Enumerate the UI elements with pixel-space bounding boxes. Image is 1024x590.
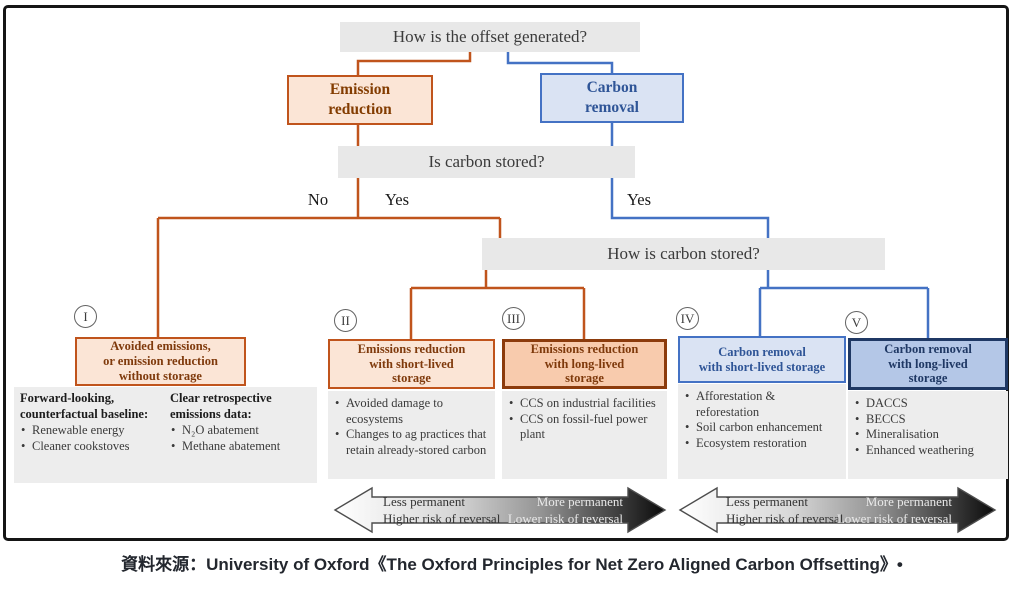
list-item: BECCS — [854, 412, 1003, 428]
category-1-detail-panel: Forward-looking, counterfactual baseline… — [14, 387, 317, 483]
bullet-list: Avoided damage to ecosystemsChanges to a… — [334, 396, 490, 458]
list-item: CCS on industrial facilities — [508, 396, 662, 412]
list-item: Soil carbon enhancement — [684, 420, 841, 436]
list-item: Ecosystem restoration — [684, 436, 841, 452]
numeral-badge-5: V — [845, 311, 868, 334]
arrow-text-line: Less permanent — [383, 494, 465, 509]
category-2-title-box: Emissions reduction with short-lived sto… — [328, 339, 495, 389]
connector-q1-to-carbon-removal — [506, 52, 614, 73]
list-item: CCS on fossil-fuel power plant — [508, 412, 662, 443]
list-item: Avoided damage to ecosystems — [334, 396, 490, 427]
connector-q2-no-yes-split — [156, 178, 502, 338]
numeral-badge-3: III — [502, 307, 525, 330]
category-4-detail-panel: Afforestation & reforestationSoil carbon… — [678, 384, 846, 479]
numeral-badge-4: IV — [676, 307, 699, 330]
connector-q3-to-cat2-cat3 — [409, 270, 586, 339]
category-3-detail-panel: CCS on industrial facilitiesCCS on fossi… — [502, 391, 667, 479]
node-carbon-removal: Carbon removal — [540, 73, 684, 123]
connector-q3-to-cat4-cat5 — [758, 270, 930, 338]
permanence-arrow-right — [678, 486, 997, 534]
permanence-arrow-left — [333, 486, 667, 534]
category-3-title-box: Emissions reduction with long-lived stor… — [502, 339, 667, 389]
bullet-list: DACCSBECCSMineralisationEnhanced weather… — [854, 396, 1003, 458]
question-how-carbon-stored: How is carbon stored? — [482, 238, 885, 270]
list-item: Cleaner cookstoves — [20, 439, 162, 455]
numeral-badge-2: II — [334, 309, 357, 332]
bullet-list: N₂O abatementMethane abatement — [170, 423, 312, 454]
category-2-detail-panel: Avoided damage to ecosystemsChanges to a… — [328, 391, 495, 479]
arrow-left-dark-label: Less permanent Higher risk of reversal — [383, 493, 553, 527]
list-item: Changes to ag practices that retain alre… — [334, 427, 490, 458]
arrow-text-line: Lower risk of reversal — [507, 511, 623, 527]
arrow-text-line: Higher risk of reversal — [726, 511, 844, 527]
list-item: Methane abatement — [170, 439, 312, 455]
bullet-list: CCS on industrial facilitiesCCS on fossi… — [508, 396, 662, 443]
category-1-title-box: Avoided emissions, or emission reduction… — [75, 337, 246, 386]
connector-carbon-removal-to-q3 — [610, 123, 770, 238]
connector-q1-to-emission-reduction — [356, 52, 472, 75]
numeral-badge-1: I — [74, 305, 97, 328]
branch-label-no: No — [307, 190, 329, 209]
list-item: N₂O abatement — [170, 423, 312, 439]
node-emission-reduction: Emission reduction — [287, 75, 433, 125]
list-item: DACCS — [854, 396, 1003, 412]
arrow-text-line: Less permanent — [726, 494, 808, 509]
list-item: Renewable energy — [20, 423, 162, 439]
category-1-column-left: Forward-looking, counterfactual baseline… — [20, 391, 162, 454]
list-item: Afforestation & reforestation — [684, 389, 841, 420]
list-item: Enhanced weathering — [854, 443, 1003, 459]
category-4-title-box: Carbon removal with short-lived storage — [678, 336, 846, 383]
category-1-column-right: Clear retrospective emissions data: N₂O … — [170, 391, 312, 454]
bullet-list: Afforestation & reforestationSoil carbon… — [684, 389, 841, 451]
category-5-title-box: Carbon removal with long-lived storage — [848, 338, 1008, 390]
diagram-frame — [3, 5, 1009, 541]
bullet-list: Renewable energyCleaner cookstoves — [20, 423, 162, 454]
arrow-right-dark-label: Less permanent Higher risk of reversal — [726, 493, 896, 527]
arrow-text-line: More permanent — [536, 494, 623, 509]
arrow-right-light-label: More permanent Lower risk of reversal — [796, 493, 952, 527]
branch-label-yes-right: Yes — [626, 190, 651, 209]
category-5-detail-panel: DACCSBECCSMineralisationEnhanced weather… — [848, 391, 1008, 479]
arrow-text-line: More permanent — [865, 494, 952, 509]
panel-heading: Clear retrospective emissions data: — [170, 391, 272, 421]
panel-heading: Forward-looking, counterfactual baseline… — [20, 391, 149, 421]
branch-label-yes-left: Yes — [384, 190, 409, 209]
arrow-text-line: Higher risk of reversal — [383, 511, 501, 527]
source-caption: 資料來源：University of Oxford《The Oxford Pri… — [121, 555, 903, 574]
arrow-left-light-label: More permanent Lower risk of reversal — [465, 493, 623, 527]
arrow-text-line: Lower risk of reversal — [836, 511, 952, 527]
list-item: Mineralisation — [854, 427, 1003, 443]
question-is-carbon-stored: Is carbon stored? — [338, 146, 635, 178]
question-how-offset-generated: How is the offset generated? — [340, 22, 640, 52]
